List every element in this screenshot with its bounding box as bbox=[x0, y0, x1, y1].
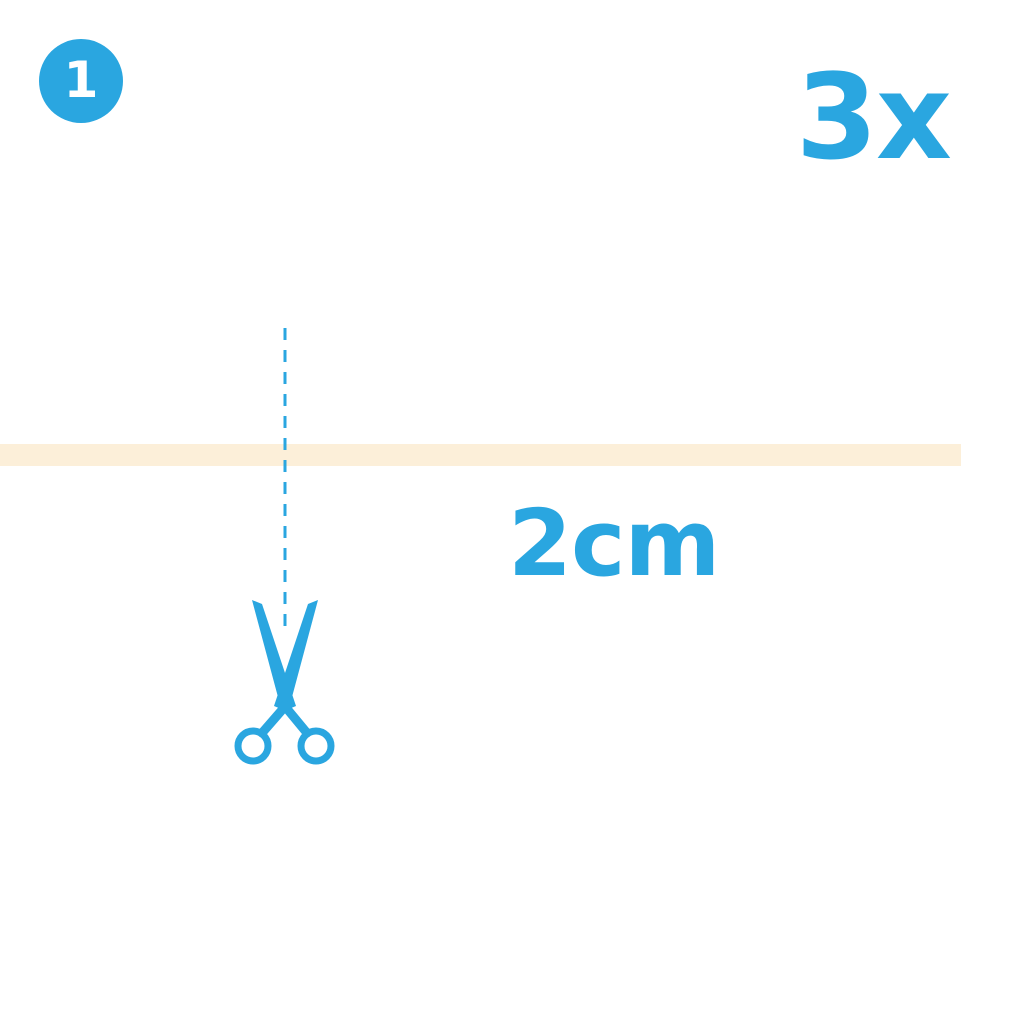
step-number: 1 bbox=[63, 51, 99, 109]
paper-strip bbox=[0, 444, 961, 466]
step-badge: 1 bbox=[39, 39, 123, 123]
measurement-label: 2cm bbox=[508, 490, 720, 597]
repeat-count: 3x bbox=[795, 48, 952, 186]
scissors-icon bbox=[234, 600, 335, 765]
